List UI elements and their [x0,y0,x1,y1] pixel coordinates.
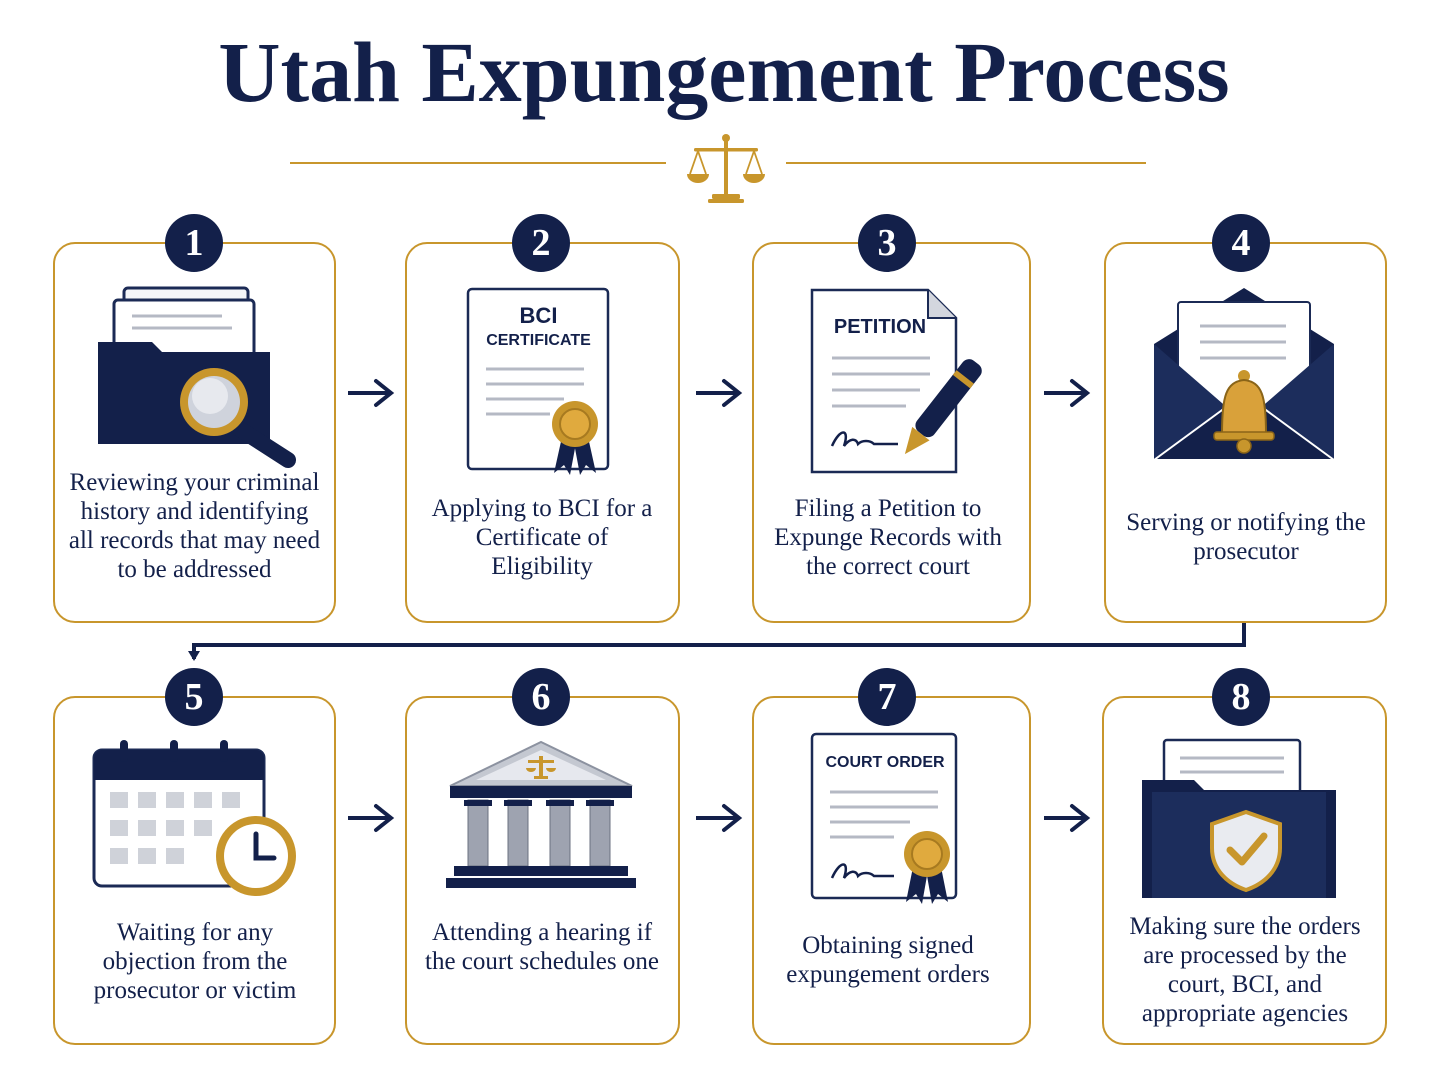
step-number-badge: 5 [165,668,223,726]
arrow-right-icon [348,804,395,832]
step-caption: Obtaining signed expungement orders [786,932,990,988]
step-number-badge: 4 [1212,214,1270,272]
step-number-badge: 1 [165,214,223,272]
arrow-right-icon [348,379,395,407]
step-caption: Serving or notifying the prosecutor [1126,509,1366,565]
step-caption: Attending a hearing if the court schedul… [425,919,659,975]
step-number-badge: 7 [858,668,916,726]
step-caption: Reviewing your criminal history and iden… [68,469,321,583]
certificate-title: BCI [519,303,558,328]
step-number-badge: 8 [1212,668,1270,726]
envelope-bell-icon [1152,288,1336,461]
petition-title: PETITION [833,316,927,338]
bci-certificate-icon: BCI CERTIFICATE [466,287,611,475]
certificate-subtitle: CERTIFICATE [486,332,591,349]
scales-of-justice-icon [687,134,765,203]
step-caption: Applying to BCI for a Certificate of Eli… [431,495,653,580]
folder-magnifier-icon [98,286,296,468]
step-number-badge: 2 [512,214,570,272]
arrow-right-icon [696,804,743,832]
step-number-badge: 3 [858,214,916,272]
page-title: Utah Expungement Process [218,24,1230,120]
court-order-icon: COURT ORDER [810,732,960,904]
title-divider-right [786,162,1146,164]
calendar-clock-icon [92,740,296,896]
arrow-right-icon [1044,379,1091,407]
folder-shield-icon [1142,738,1336,898]
courthouse-icon [446,740,636,888]
step-caption: Filing a Petition to Expunge Records wit… [774,495,1002,580]
arrow-right-icon [696,379,743,407]
step-caption: Making sure the orders are processed by … [1129,913,1361,1027]
step-caption: Waiting for any objection from the prose… [93,919,297,1004]
arrow-right-icon [1044,804,1091,832]
court-order-title: COURT ORDER [825,754,945,771]
step-number-badge: 6 [512,668,570,726]
title-divider-left [290,162,666,164]
petition-document-icon: PETITION [810,288,990,476]
row-connector-arrow [188,623,1246,661]
